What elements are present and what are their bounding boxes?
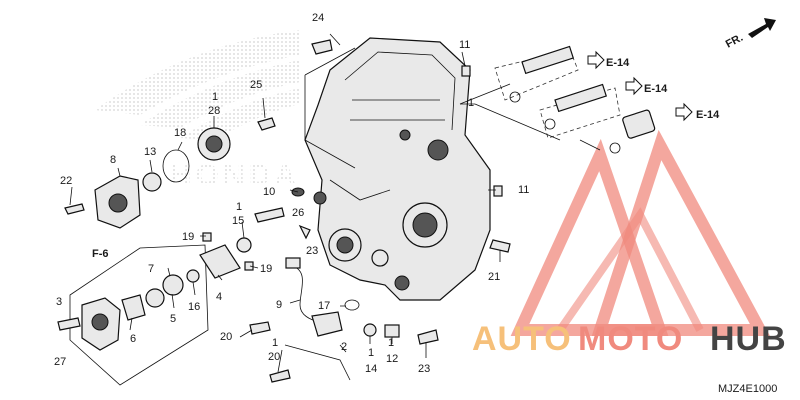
callout: 24 [312,12,324,24]
callout-labels: 24 11 1 25 1 28 18 13 8 22 10 11 1 15 26… [54,12,529,375]
e14-ref-label: E-14 [696,109,720,121]
direction-label: FR. [724,32,745,51]
callout: 19 [260,263,272,275]
e14-ref-arrow-2: E-14 [625,76,668,96]
pump-assembly [57,244,254,386]
sensor-harness [249,239,511,383]
callout: 21 [488,271,500,283]
callout: 14 [365,363,377,375]
callout: 13 [144,146,156,158]
callout: 1 [388,337,394,349]
part-code: MJZ4E1000 [718,383,777,395]
callout: 23 [418,363,430,375]
callout: 19 [182,231,194,243]
callout: 26 [292,207,304,219]
e14-ref-label: E-14 [606,57,630,69]
callout: 7 [148,263,154,275]
callout: 25 [250,79,262,91]
leader-lines [69,33,601,373]
e14-ref-arrow-3: E-14 [675,102,720,122]
brand-word-moto: MOTO [578,320,683,358]
callout: 6 [130,333,136,345]
callout: 20 [220,331,232,343]
f6-ref-label: F-6 [92,248,109,260]
watermark-wordmark: AUTO MOTO HUB [472,320,787,358]
callout: 20 [268,351,280,363]
callout: 1 [468,97,474,109]
callout: 27 [54,356,66,368]
callout: 17 [318,300,330,312]
callout: 5 [170,313,176,325]
callout: 15 [232,215,244,227]
callout: 1 [212,91,218,103]
honda-wing-logo: HONDA [95,30,300,192]
callout: 11 [459,39,470,51]
callout: 16 [188,301,200,313]
callout: 2 [341,341,347,353]
callout: 23 [306,245,318,257]
callout: 4 [216,291,222,303]
callout: 28 [208,105,220,117]
arrow-icon [748,18,776,38]
brand-word-hub: HUB [710,320,787,358]
brand-word-auto: AUTO [472,320,572,358]
front-direction-indicator: FR. [724,18,776,51]
e14-ref-arrow-1: E-14 [587,50,630,70]
watermark-logo [510,129,771,336]
callout: 3 [56,296,62,308]
oil-pipes [494,45,656,154]
e14-ref-label: E-14 [644,83,668,95]
honda-logo-text: HONDA [170,159,300,192]
left-side-parts [64,39,503,253]
callout: 11 [518,184,529,196]
callout: 10 [263,186,275,198]
callout: 1 [236,201,242,213]
callout: 18 [174,127,186,139]
callout: 1 [272,337,278,349]
callout: 22 [60,175,72,187]
callout: 12 [386,353,398,365]
callout: 1 [368,347,374,359]
crankcase-cover [304,37,491,301]
callout: 8 [110,154,116,166]
callout: 9 [276,299,282,311]
